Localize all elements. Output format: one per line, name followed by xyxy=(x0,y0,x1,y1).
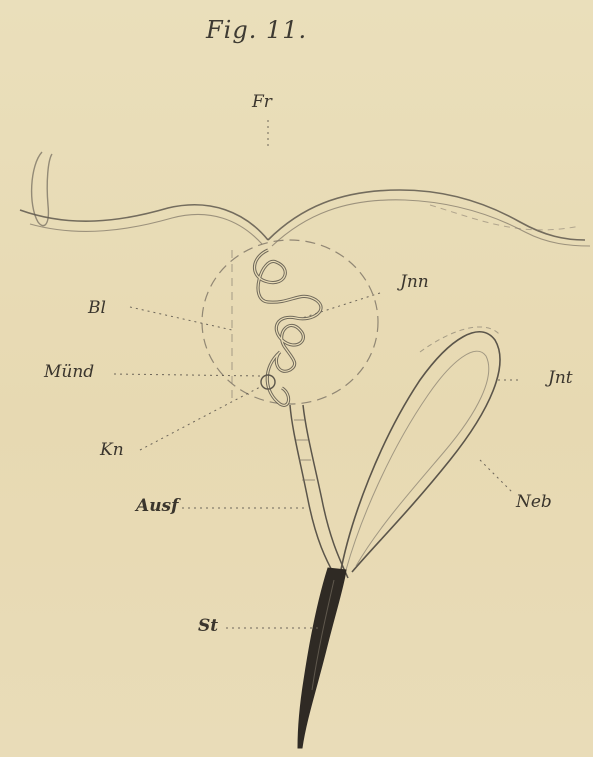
leader-bl xyxy=(130,307,232,330)
right-arm-dash xyxy=(430,205,580,230)
label-jnn: Jnn xyxy=(400,272,429,292)
leader-jnn xyxy=(302,293,380,318)
left-arm-inner xyxy=(30,214,262,244)
right-arm-outer xyxy=(268,190,585,240)
label-kn: Kn xyxy=(100,440,124,460)
left-arm-outer xyxy=(20,205,268,240)
coiled-tube-outer xyxy=(255,250,322,405)
label-st: St xyxy=(198,616,218,636)
leader-neb xyxy=(480,460,512,492)
label-neb: Neb xyxy=(516,492,552,512)
label-jnt: Jnt xyxy=(548,368,573,388)
stalk xyxy=(298,568,346,748)
leader-muend xyxy=(114,374,262,376)
loop-outer xyxy=(340,332,500,575)
label-fr: Fr xyxy=(252,92,272,112)
label-ausf: Ausf xyxy=(136,496,178,516)
label-muend: Münd xyxy=(44,362,94,382)
bulb-outline xyxy=(202,240,378,404)
duct-left-edge xyxy=(290,405,336,578)
right-arm-inner xyxy=(272,200,590,246)
duct-right-edge xyxy=(303,405,348,578)
label-bl: Bl xyxy=(88,298,106,318)
leader-kn xyxy=(140,386,262,450)
